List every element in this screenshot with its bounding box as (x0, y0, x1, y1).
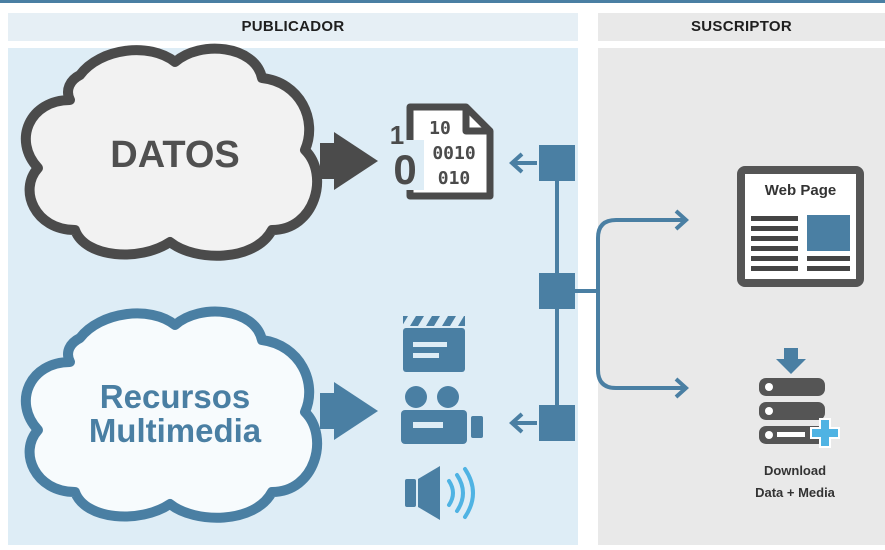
binary-one: 1 (389, 120, 405, 150)
top-rule (0, 0, 885, 3)
publisher-header-bg (8, 13, 578, 41)
data-arrow-icon (320, 132, 378, 190)
media-cloud-icon (20, 306, 323, 523)
media-arrow-icon (320, 382, 378, 440)
node-square-top (539, 145, 575, 181)
subscriber-header: SUSCRIPTOR (690, 18, 793, 35)
clapperboard-icon (402, 316, 465, 372)
data-cloud-label: DATOS (110, 134, 240, 176)
media-cloud-label-line1: Recursos (99, 378, 251, 415)
node-square-bottom (539, 405, 575, 441)
server-download-icon (759, 348, 840, 448)
subscriber-header-bg (598, 13, 885, 41)
download-label-line2: Data + Media (755, 485, 835, 500)
video-camera-icon (401, 386, 483, 444)
binary-row1: 10 (429, 118, 451, 139)
publisher-header: PUBLICADOR (241, 18, 345, 35)
data-cloud-icon (20, 43, 323, 261)
connector-network (509, 145, 689, 441)
binary-row3: 010 (437, 168, 471, 189)
media-cloud-label-line2: Multimedia (88, 412, 262, 449)
web-page-icon (737, 166, 864, 287)
webpage-label: Web Page (764, 182, 837, 199)
data-file-icon (390, 103, 494, 200)
subscriber-panel (598, 48, 885, 545)
speaker-icon (405, 466, 475, 520)
binary-row2: 0010 (432, 143, 476, 164)
binary-zero: 0 (393, 146, 417, 193)
download-label-line1: Download (763, 463, 827, 478)
node-square-middle (539, 273, 575, 309)
